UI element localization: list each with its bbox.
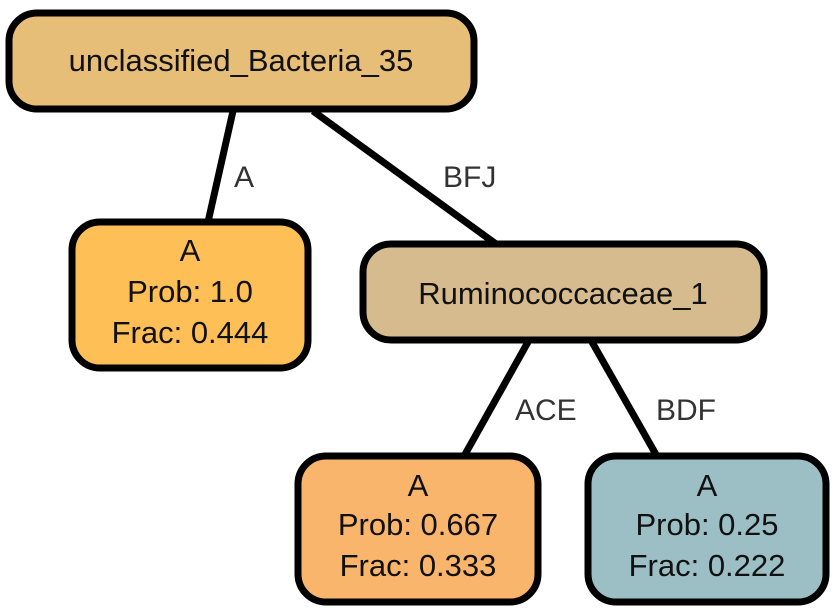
node-leaf-ace-line3: Frac: 0.333 xyxy=(340,548,497,583)
node-leaf-bdf-line3: Frac: 0.222 xyxy=(629,548,786,583)
node-leaf-bdf-box xyxy=(584,452,830,606)
node-mid-label: Ruminococcaceae_1 xyxy=(418,276,708,311)
node-leaf-ace: A Prob: 0.667 Frac: 0.333 xyxy=(294,452,542,606)
node-leaf-a-line3: Frac: 0.444 xyxy=(112,315,269,350)
node-leaf-ace-box xyxy=(294,452,542,606)
node-root-box xyxy=(5,9,478,113)
edge-root-to-mid xyxy=(310,108,499,247)
node-mid-box xyxy=(359,240,768,344)
node-leaf-a-line2: Prob: 1.0 xyxy=(127,274,253,309)
node-mid: Ruminococcaceae_1 xyxy=(359,240,768,344)
edge-mid-to-leaf-bdf xyxy=(588,340,662,460)
node-leaf-bdf-line1: A xyxy=(697,468,718,503)
node-leaf-bdf-line2: Prob: 0.25 xyxy=(635,507,778,542)
node-leaf-a: A Prob: 1.0 Frac: 0.444 xyxy=(68,218,312,372)
node-leaf-ace-line2: Prob: 0.667 xyxy=(338,507,498,542)
node-leaf-a-line1: A xyxy=(180,233,201,268)
edge-label-ace: ACE xyxy=(515,394,577,427)
node-leaf-bdf: A Prob: 0.25 Frac: 0.222 xyxy=(584,452,830,606)
edge-label-a: A xyxy=(234,161,254,194)
edge-root-to-leaf-a xyxy=(204,110,237,223)
node-root-label: unclassified_Bacteria_35 xyxy=(69,43,414,78)
node-leaf-ace-line1: A xyxy=(408,468,429,503)
edge-label-bdf: BDF xyxy=(656,394,716,427)
node-root: unclassified_Bacteria_35 xyxy=(5,9,478,113)
edge-label-bfj: BFJ xyxy=(443,161,496,194)
edge-mid-to-leaf-ace xyxy=(459,340,532,460)
node-leaf-a-box xyxy=(68,218,312,372)
